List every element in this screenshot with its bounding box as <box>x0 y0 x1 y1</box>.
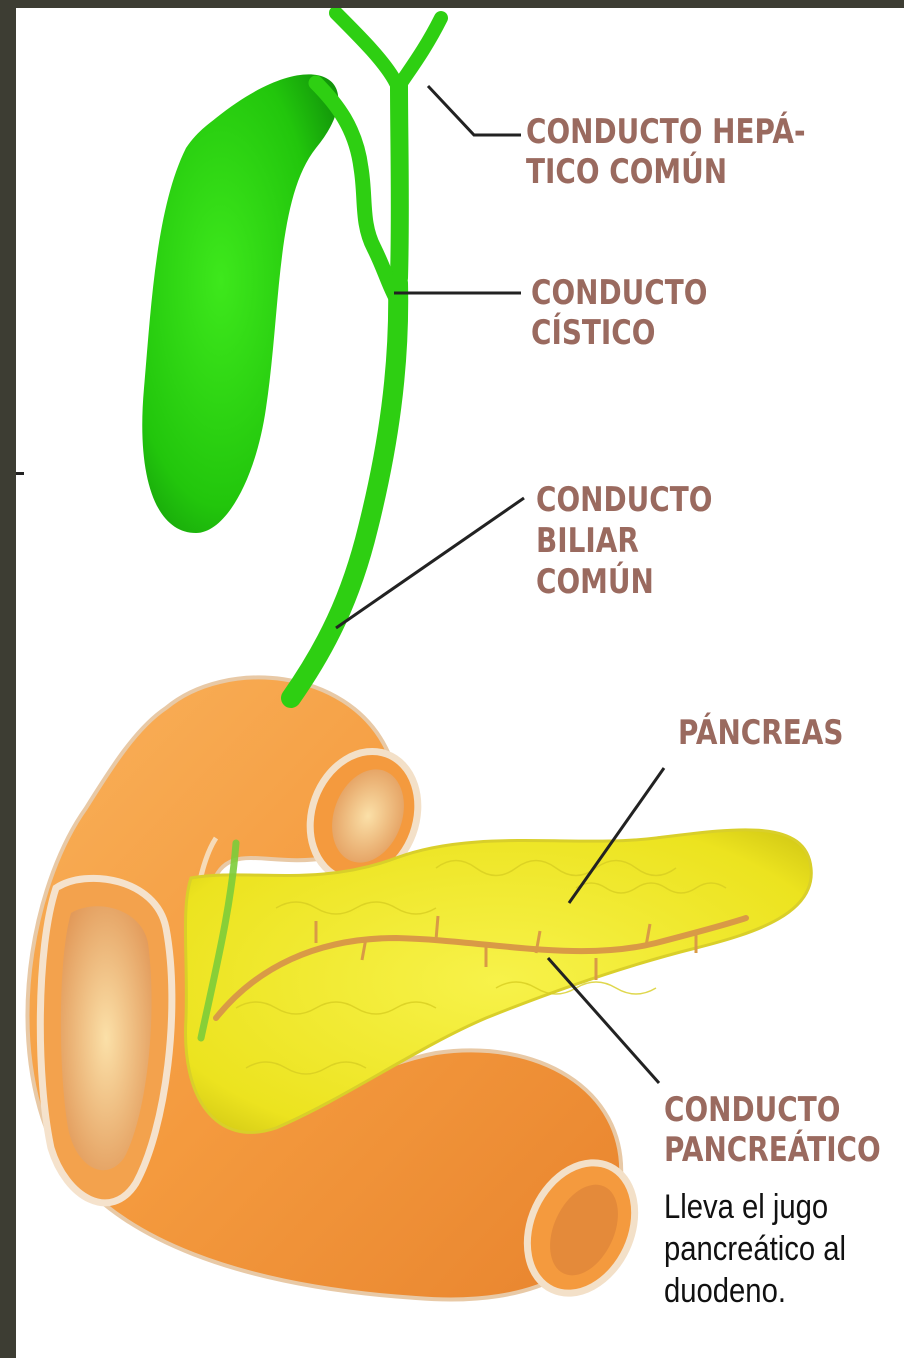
label-bile-duct-line-2: BILIAR <box>536 521 712 562</box>
label-bile-duct-line-3: COMÚN <box>536 562 712 603</box>
label-cystic-duct: CONDUCTO CÍSTICO <box>531 273 707 353</box>
label-pancreatic-duct-line-2: PANCREÁTICO <box>664 1130 881 1170</box>
label-pancreas: PÁNCREAS <box>678 713 843 753</box>
leader-pancreatic-duct <box>548 958 659 1083</box>
label-pancreatic-duct: CONDUCTO PANCREÁTICO <box>664 1090 881 1170</box>
label-hepatic-duct-line-2: TICO COMÚN <box>526 152 806 192</box>
label-bile-duct: CONDUCTO BILIAR COMÚN <box>536 480 712 602</box>
label-hepatic-duct: CONDUCTO HEPÁ- TICO COMÚN <box>526 112 806 192</box>
label-pancreatic-duct-line-1: CONDUCTO <box>664 1090 881 1130</box>
desc-line-1: Lleva el jugo <box>664 1186 846 1228</box>
desc-line-2: pancreático al <box>664 1228 846 1270</box>
label-cystic-duct-line-1: CONDUCTO <box>531 273 707 313</box>
diagram-page: CONDUCTO HEPÁ- TICO COMÚN CONDUCTO CÍSTI… <box>16 8 904 1358</box>
pancreatic-duct-description: Lleva el jugo pancreático al duodeno. <box>664 1186 846 1312</box>
leader-hepatic <box>428 86 521 135</box>
label-pancreas-text: PÁNCREAS <box>678 713 843 753</box>
margin-tick <box>16 472 24 475</box>
label-cystic-duct-line-2: CÍSTICO <box>531 313 707 353</box>
desc-line-3: duodeno. <box>664 1270 846 1312</box>
gallbladder <box>142 74 338 533</box>
label-hepatic-duct-line-1: CONDUCTO HEPÁ- <box>526 112 806 152</box>
label-bile-duct-line-1: CONDUCTO <box>536 480 712 521</box>
